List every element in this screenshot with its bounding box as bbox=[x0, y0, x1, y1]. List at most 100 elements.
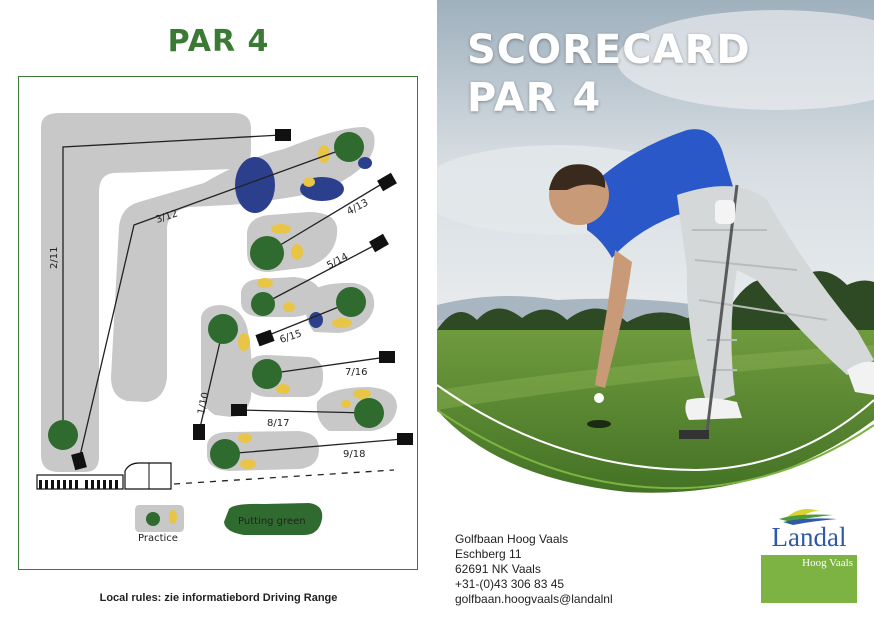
green-hole-3-12 bbox=[334, 132, 364, 162]
green-hole-7-16 bbox=[252, 359, 282, 389]
bunker bbox=[257, 278, 273, 288]
range-bay bbox=[51, 480, 54, 489]
tee-box bbox=[193, 424, 205, 440]
hole-line-1-10 bbox=[198, 328, 224, 433]
tee-box bbox=[369, 233, 389, 253]
landal-logo-word: Landal bbox=[771, 522, 847, 552]
golfer-glove bbox=[715, 200, 735, 224]
tee-box bbox=[255, 329, 275, 347]
practice-label: Practice bbox=[138, 533, 178, 544]
golf-ball bbox=[594, 393, 604, 403]
hole-line-5-14 bbox=[262, 242, 380, 305]
bunker bbox=[271, 224, 291, 234]
scorecard-title-line2: PAR 4 bbox=[467, 75, 602, 121]
course-map-drawing: 2/11 3/12 4/13 5/14 6/15 1/10 7/16 8/17 … bbox=[36, 113, 413, 544]
putting-green-label: Putting green bbox=[238, 516, 306, 527]
hole-label-8-17: 8/17 bbox=[267, 418, 289, 429]
tees bbox=[71, 129, 413, 471]
decorative-curve bbox=[437, 384, 874, 472]
address-block: Golfbaan Hoog Vaals Eschberg 11 62691 NK… bbox=[455, 532, 613, 607]
golfer-photo bbox=[437, 0, 874, 493]
range-bay bbox=[97, 480, 100, 489]
mowing-stripe bbox=[437, 345, 874, 410]
hole-line-7-16 bbox=[266, 356, 388, 375]
golfer-arm bbox=[595, 250, 632, 388]
tee-box bbox=[377, 172, 397, 192]
bunker bbox=[318, 145, 330, 163]
scorecard-cover-panel: SCORECARD PAR 4 Golfbaan Hoog Vaals Esch… bbox=[437, 0, 874, 620]
hole-labels: 2/11 3/12 4/13 5/14 6/15 1/10 7/16 8/17 … bbox=[49, 197, 370, 544]
clubhouse bbox=[124, 462, 172, 490]
hole-label-1-10: 1/10 bbox=[196, 391, 211, 415]
green-hole-2-11 bbox=[48, 420, 78, 450]
bunker bbox=[169, 510, 177, 524]
golfer-shoe bbox=[685, 397, 742, 420]
green-practice bbox=[146, 512, 160, 526]
golf-hole bbox=[587, 420, 611, 428]
green-hole-6-15 bbox=[336, 287, 366, 317]
address-phone: +31-(0)43 306 83 45 bbox=[455, 577, 565, 591]
bunker bbox=[283, 302, 295, 312]
range-bay bbox=[103, 480, 106, 489]
logo-swoosh-green bbox=[779, 514, 833, 522]
range-bay bbox=[69, 480, 72, 489]
putter-head bbox=[679, 430, 709, 439]
bunker bbox=[238, 333, 250, 351]
course-map: 2/11 3/12 4/13 5/14 6/15 1/10 7/16 8/17 … bbox=[18, 76, 418, 570]
golfer-trousers bbox=[677, 186, 874, 405]
driving-range bbox=[36, 462, 172, 490]
tee-box bbox=[275, 129, 291, 141]
range-bay bbox=[63, 480, 66, 489]
local-rules-note: Local rules: zie informatiebord Driving … bbox=[99, 592, 338, 604]
hole-line-3-12 bbox=[78, 146, 350, 461]
bunker bbox=[291, 244, 303, 260]
range-bay bbox=[57, 480, 60, 489]
decorative-curve bbox=[437, 409, 874, 490]
trouser-check bbox=[692, 229, 828, 371]
green-hole-5-14 bbox=[251, 292, 275, 316]
golfer-shoe bbox=[847, 361, 874, 395]
range-bay bbox=[91, 480, 94, 489]
tee-box bbox=[231, 404, 247, 416]
hole-label-5-14: 5/14 bbox=[325, 251, 350, 271]
scorecard-title: SCORECARD PAR 4 bbox=[467, 26, 751, 122]
hole-line-9-18 bbox=[224, 438, 404, 455]
bunker bbox=[240, 459, 256, 469]
cloud bbox=[617, 10, 874, 110]
green-hole-1-10 bbox=[208, 314, 238, 344]
hole-label-9-18: 9/18 bbox=[343, 449, 365, 460]
bunker bbox=[276, 384, 290, 394]
hole-label-2-11: 2/11 bbox=[49, 247, 60, 269]
address-email: golfbaan.hoogvaals@landalnl bbox=[455, 592, 613, 606]
left-title: PAR 4 bbox=[167, 24, 270, 59]
landal-logo-mark bbox=[779, 509, 837, 525]
logo-swoosh-yellow bbox=[787, 509, 819, 517]
green-hole-9-18 bbox=[210, 439, 240, 469]
range-bay bbox=[85, 480, 88, 489]
driving-range-bays bbox=[39, 480, 118, 489]
hole-label-4-13: 4/13 bbox=[345, 197, 370, 217]
putting-green bbox=[224, 503, 323, 535]
hole-line-4-13 bbox=[266, 181, 386, 254]
putter-shaft bbox=[705, 184, 739, 433]
address-street: Eschberg 11 bbox=[455, 547, 522, 561]
landal-logo-sub: Hoog Vaals bbox=[802, 557, 853, 569]
bunker bbox=[332, 318, 352, 328]
greens bbox=[48, 132, 384, 535]
bunker bbox=[303, 177, 315, 187]
landal-logo-box: Hoog Vaals bbox=[761, 555, 857, 603]
golfer-shirt bbox=[587, 129, 737, 258]
address-postcode: 62691 NK Vaals bbox=[455, 562, 541, 576]
bunkers bbox=[169, 145, 371, 524]
tee-box bbox=[71, 451, 87, 471]
range-bay bbox=[75, 480, 78, 489]
tee-box bbox=[397, 433, 413, 445]
water-hazard bbox=[235, 157, 275, 213]
bunker bbox=[238, 433, 252, 443]
green-hole-8-17 bbox=[354, 398, 384, 428]
range-bay bbox=[109, 480, 112, 489]
green-hole-4-13 bbox=[250, 236, 284, 270]
hole-line-6-15 bbox=[258, 301, 352, 340]
fairway-2-11 bbox=[41, 113, 251, 472]
hole-label-7-16: 7/16 bbox=[345, 367, 367, 378]
